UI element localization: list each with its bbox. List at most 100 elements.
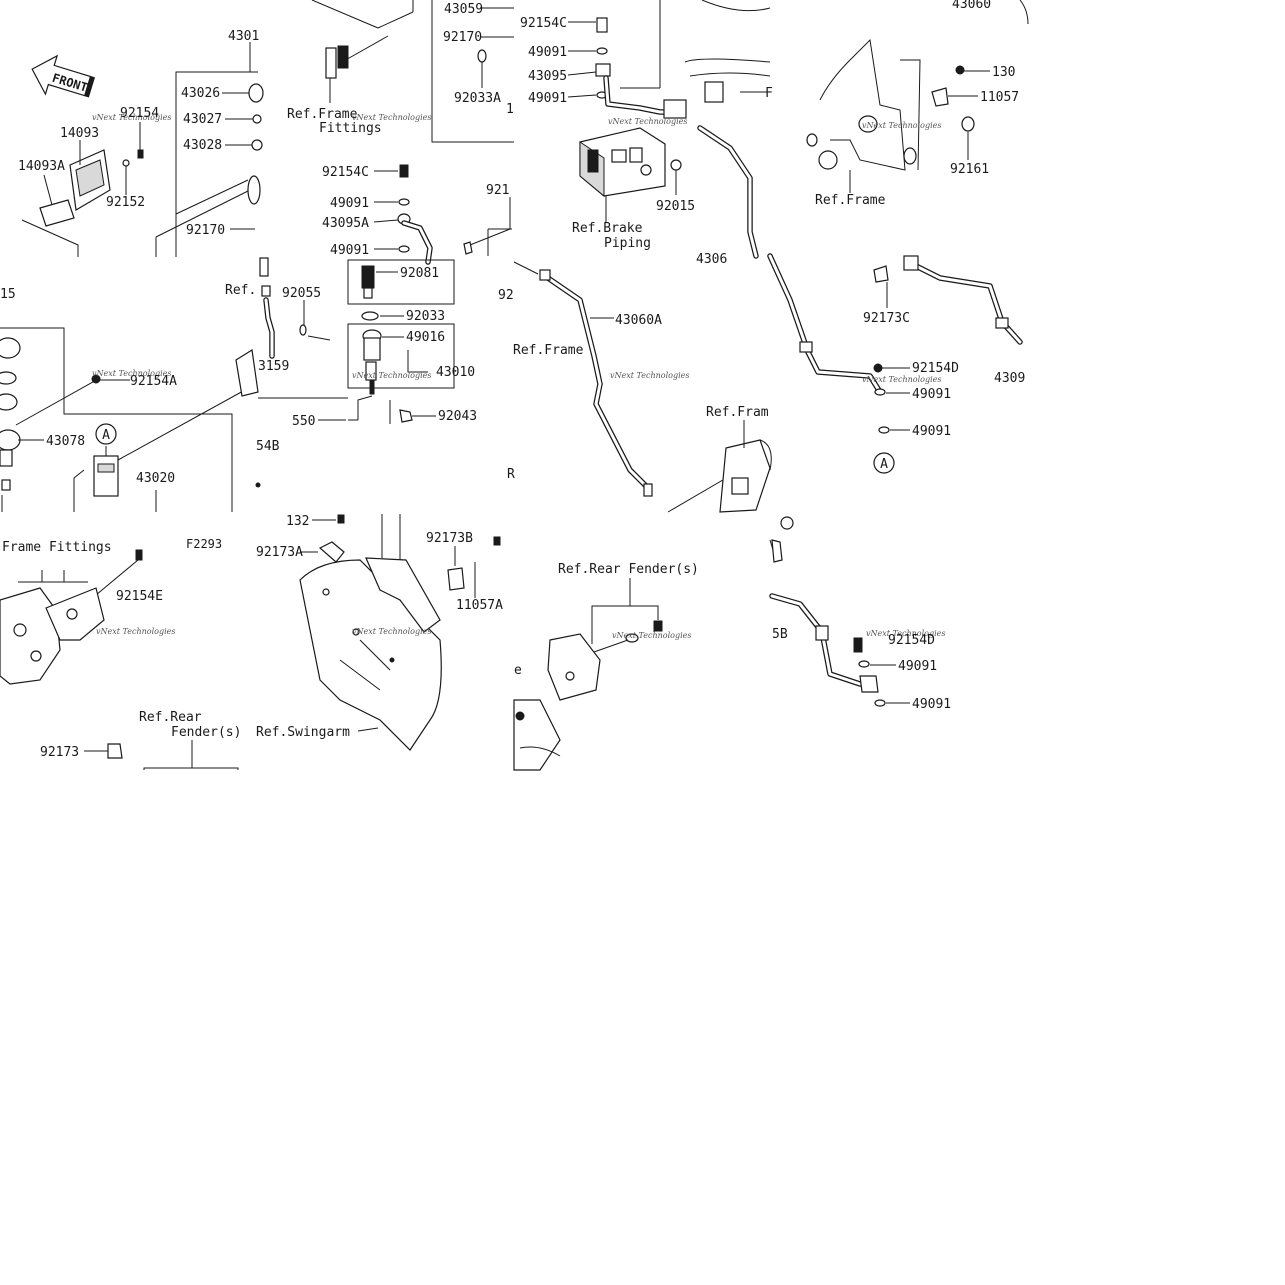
tile-rear-caliper-hose xyxy=(769,516,910,707)
part-label: 49091 xyxy=(912,424,951,439)
tile-master-cylinder-front: FRONT xyxy=(21,42,264,257)
part-label: 92154C xyxy=(520,16,567,31)
ref-label: Piping xyxy=(604,236,651,251)
part-label: 49091 xyxy=(898,659,937,674)
part-label: 92170 xyxy=(186,223,225,238)
part-label: 92173B xyxy=(426,531,473,546)
part-label: 92055 xyxy=(282,286,321,301)
ref-label: Ref.Frame xyxy=(513,343,584,358)
part-label: 43078 xyxy=(46,434,85,449)
part-label: 11057A xyxy=(456,598,503,613)
svg-text:vNext Technologies: vNext Technologies xyxy=(92,113,171,122)
part-label: 43027 xyxy=(183,112,222,127)
tile-reservoir-assembly xyxy=(255,241,473,488)
part-label: 92015 xyxy=(656,199,695,214)
part-label: 92152 xyxy=(106,195,145,210)
part-label: 49091 xyxy=(528,45,567,60)
tile-rear-fender-mount xyxy=(513,578,663,771)
tile-rear-fender-bracket xyxy=(299,514,501,751)
part-label: 92154C xyxy=(322,165,369,180)
ref-label: Ref.Frame xyxy=(815,193,886,208)
part-label: 92173 xyxy=(40,745,79,760)
reference-labels: Ref.Frame Fittings Ref.Brake Piping Ref.… xyxy=(2,107,886,740)
part-label: 92081 xyxy=(400,266,439,281)
part-label: 92154 xyxy=(120,106,159,121)
part-label: 92033 xyxy=(406,309,445,324)
part-labels: 43059 92154C 92170 49091 43095 49091 920… xyxy=(0,0,1025,760)
svg-text:vNext Technologies: vNext Technologies xyxy=(608,117,687,126)
part-label: 14093A xyxy=(18,159,65,174)
part-label: 43095A xyxy=(322,216,369,231)
svg-text:vNext Technologies: vNext Technologies xyxy=(352,627,431,636)
part-label: 92154A xyxy=(130,374,177,389)
svg-text:vNext Technologies: vNext Technologies xyxy=(866,629,945,638)
callout-a-left: A xyxy=(102,428,110,443)
part-label: F xyxy=(765,86,773,101)
part-label: 43060 xyxy=(952,0,991,12)
tile-reservoir-hoses xyxy=(311,0,514,265)
ref-label: Ref.Swingarm xyxy=(256,725,350,740)
part-label: 1 xyxy=(506,102,514,117)
part-label: 43010 xyxy=(436,365,475,380)
svg-text:vNext Technologies: vNext Technologies xyxy=(352,113,431,122)
part-label: 43059 xyxy=(444,2,483,17)
part-label: 92173A xyxy=(256,545,303,560)
part-label: 92154D xyxy=(888,633,935,648)
watermarks: vNext Technologies vNext Technologies vN… xyxy=(92,113,945,640)
abs-unit-icon xyxy=(579,127,666,198)
svg-text:vNext Technologies: vNext Technologies xyxy=(612,631,691,640)
part-label: 92170 xyxy=(443,30,482,45)
ref-label: Fender(s) xyxy=(171,725,241,740)
part-label: 49016 xyxy=(406,330,445,345)
ref-label: Ref. xyxy=(225,283,256,298)
part-label: 3159 xyxy=(258,359,289,374)
part-label: 4301 xyxy=(228,29,259,44)
tile-brake-hose-rear xyxy=(513,261,772,513)
ref-label: Ref.Fram xyxy=(706,405,769,420)
part-label: 5B xyxy=(772,627,788,642)
part-label: 132 xyxy=(286,514,309,529)
part-label: 49091 xyxy=(330,196,369,211)
part-label: 4306 xyxy=(696,252,727,267)
callout-a-right: A xyxy=(880,457,888,472)
part-label: 14093 xyxy=(60,126,99,141)
part-label: 49091 xyxy=(330,243,369,258)
part-label: 92154D xyxy=(912,361,959,376)
part-label: 43020 xyxy=(136,471,175,486)
ref-label: Ref.Frame xyxy=(287,107,358,122)
svg-text:vNext Technologies: vNext Technologies xyxy=(352,371,431,380)
tile-master-cylinder-rear: A xyxy=(0,327,259,512)
ref-label: Frame Fittings xyxy=(2,540,112,555)
part-label: 92043 xyxy=(438,409,477,424)
tile-rear-master-mount xyxy=(0,549,239,770)
tile-brake-hose-front: A xyxy=(767,253,1023,474)
ref-label: Ref.Rear xyxy=(139,710,202,725)
part-label: 4309 xyxy=(994,371,1025,386)
svg-text:vNext Technologies: vNext Technologies xyxy=(92,369,171,378)
part-label: 15 xyxy=(0,287,16,302)
part-label: 550 xyxy=(292,414,315,429)
svg-text:vNext Technologies: vNext Technologies xyxy=(862,375,941,384)
part-label: 92173C xyxy=(863,311,910,326)
part-label: 921 xyxy=(486,183,509,198)
front-arrow-icon: FRONT xyxy=(31,54,95,98)
part-label: 92 xyxy=(498,288,514,303)
part-label: 92161 xyxy=(950,162,989,177)
tile-abs-bracket xyxy=(806,0,1029,193)
tile-abs-unit xyxy=(567,0,771,259)
part-label: 54B xyxy=(256,439,280,454)
figure-code: F2293 xyxy=(186,537,222,551)
svg-text:vNext Technologies: vNext Technologies xyxy=(862,121,941,130)
part-label: 92033A xyxy=(454,91,501,106)
ref-label: Ref.Brake xyxy=(572,221,643,236)
ref-label: Ref.Rear Fender(s) xyxy=(558,562,699,577)
part-label: 43026 xyxy=(181,86,220,101)
part-label: R xyxy=(507,467,515,482)
svg-text:vNext Technologies: vNext Technologies xyxy=(610,371,689,380)
ref-label: Fittings xyxy=(319,121,382,136)
part-label: 49091 xyxy=(912,387,951,402)
svg-text:vNext Technologies: vNext Technologies xyxy=(96,627,175,636)
part-label: 49091 xyxy=(912,697,951,712)
part-label: 49091 xyxy=(528,91,567,106)
